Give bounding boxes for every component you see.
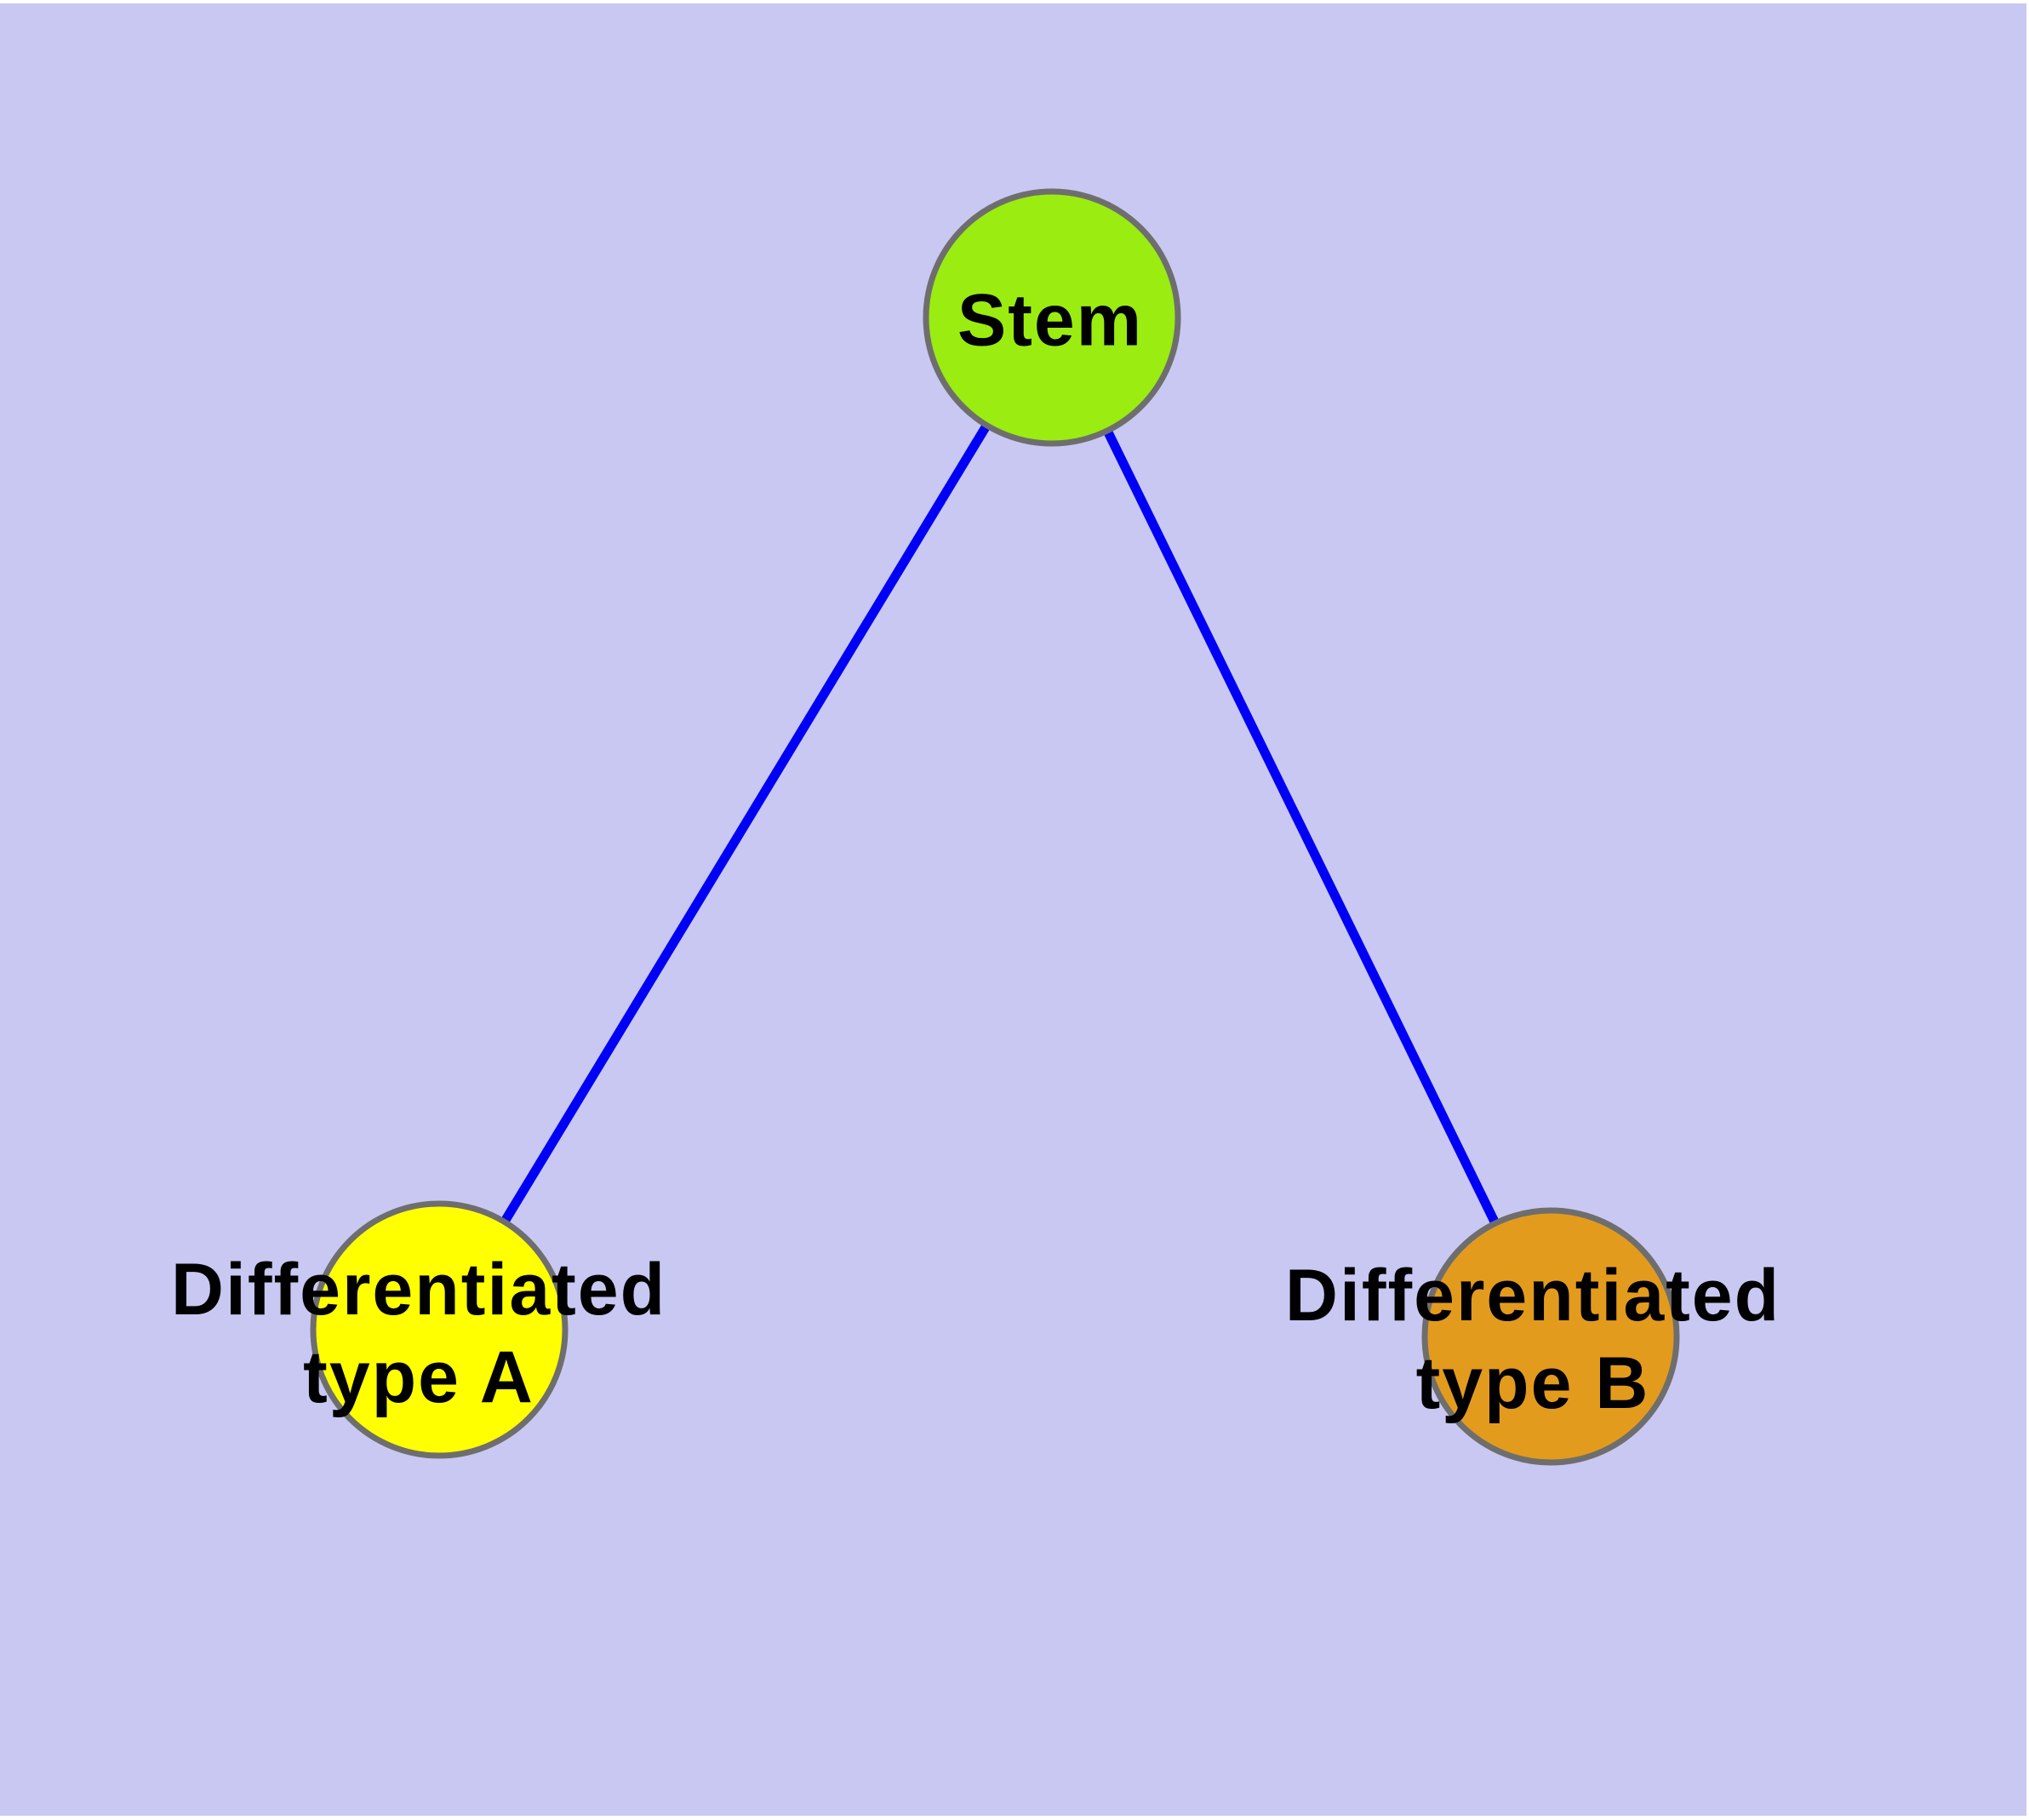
node-type-a-label-line2: type A [303,1336,534,1418]
node-stem-label: Stem [957,279,1144,362]
node-type-b-label-line2: type B [1415,1342,1650,1424]
node-stem-circle [923,188,1181,447]
node-type-a-label: Differentiated type A [171,1246,666,1422]
node-type-a-circle [310,1200,569,1459]
edge-stem-to-type-b [1048,315,1555,1339]
node-type-b-label: Differentiated type B [1285,1252,1780,1428]
node-type-b-label-line1: Differentiated [1284,1254,1781,1336]
edge-stem-to-type-a [435,315,1056,1332]
node-type-a-label-line1: Differentiated [170,1248,667,1331]
node-type-b-circle [1421,1207,1680,1466]
